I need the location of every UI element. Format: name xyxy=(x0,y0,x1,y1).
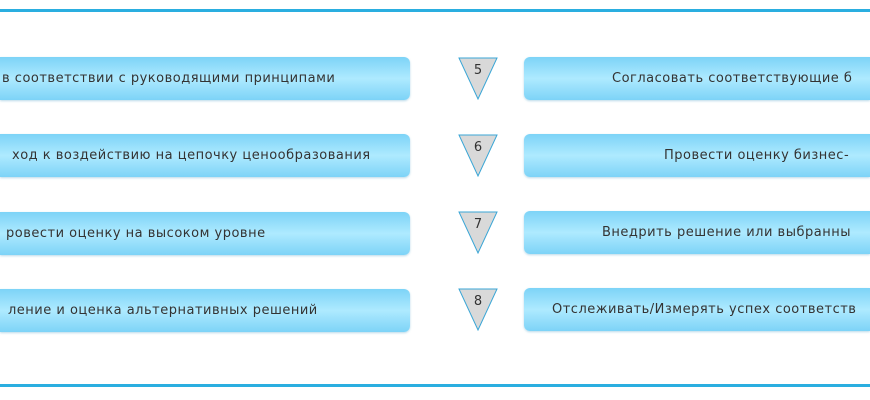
step-label: ход к воздействию на цепочку ценообразов… xyxy=(12,148,371,163)
step-number: 8 xyxy=(473,294,483,309)
step-label: ровести оценку на высоком уровне xyxy=(6,226,266,241)
step-number: 5 xyxy=(473,63,483,78)
step-label: ление и оценка альтернативных решений xyxy=(8,303,318,318)
step-label: Согласовать соответствующие б xyxy=(612,71,853,86)
left-step-box: ровести оценку на высоком уровне xyxy=(0,212,410,255)
step-number-triangle: 5 xyxy=(458,57,498,101)
top-divider xyxy=(0,9,870,12)
step-number-triangle: 7 xyxy=(458,211,498,255)
left-step-box: ход к воздействию на цепочку ценообразов… xyxy=(0,134,410,177)
left-step-box: в соответствии с руководящими принципами xyxy=(0,57,410,100)
step-label: в соответствии с руководящими принципами xyxy=(2,71,336,86)
bottom-divider xyxy=(0,384,870,387)
step-label: Провести оценку бизнес- xyxy=(664,148,850,163)
right-step-box: Согласовать соответствующие б xyxy=(524,57,870,100)
step-number-triangle: 6 xyxy=(458,134,498,178)
step-number-triangle: 8 xyxy=(458,288,498,332)
right-step-box: Провести оценку бизнес- xyxy=(524,134,870,177)
left-step-box: ление и оценка альтернативных решений xyxy=(0,289,410,332)
step-number: 6 xyxy=(473,140,483,155)
step-label: Внедрить решение или выбранны xyxy=(602,225,851,240)
step-label: Отслеживать/Измерять успех соответств xyxy=(552,302,857,317)
step-number: 7 xyxy=(473,217,483,232)
right-step-box: Внедрить решение или выбранны xyxy=(524,211,870,254)
right-step-box: Отслеживать/Измерять успех соответств xyxy=(524,288,870,331)
